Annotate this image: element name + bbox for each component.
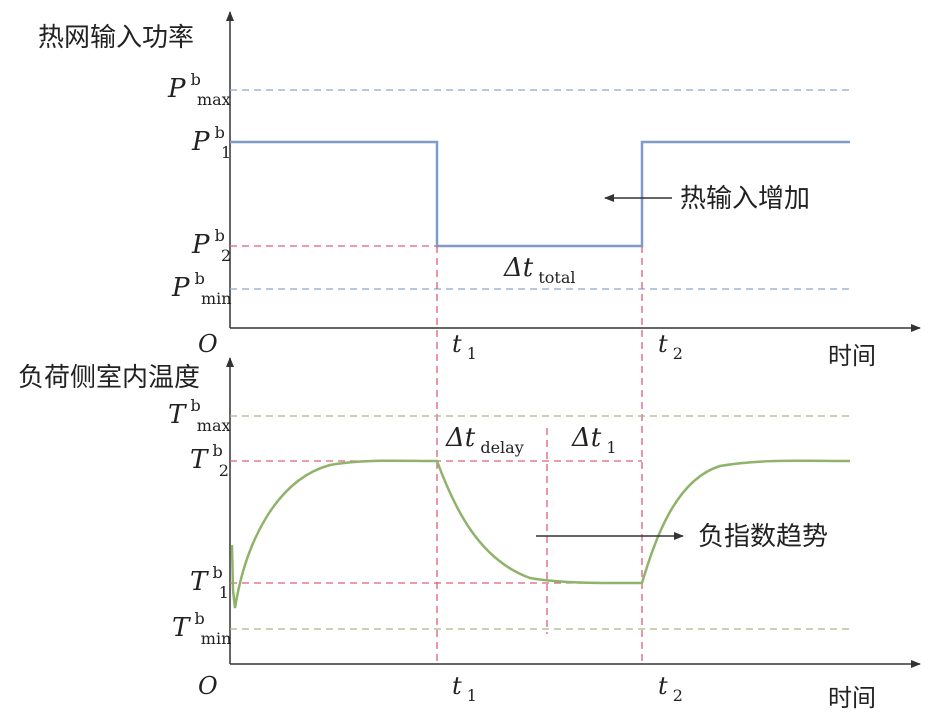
bottom-t1-label: t 1: [452, 672, 477, 705]
bottom-t2-label: t 2: [658, 672, 683, 705]
bottom-y-axis-label: 负荷侧室内温度: [18, 363, 200, 393]
bottom-origin-label: O: [198, 672, 218, 700]
top-t1-label: t 1: [452, 330, 477, 363]
t2-level-label: T b 2: [190, 441, 229, 480]
heat-input-increase-label: 热输入增加: [680, 184, 810, 214]
p-min-label: P b min: [171, 269, 232, 308]
t1-level-label: T b 1: [190, 563, 229, 602]
delta-1-label: Δt 1: [571, 423, 617, 457]
t-min-label: T b min: [172, 609, 231, 648]
power-step-line: [230, 140, 850, 248]
negative-exponential-trend-label: 负指数趋势: [698, 522, 828, 552]
t-max-label: T b max: [168, 396, 231, 435]
p2-label: P b 2: [191, 226, 231, 265]
top-origin-label: O: [198, 330, 218, 358]
temperature-curve: [230, 459, 851, 609]
top-x-axis-label: 时间: [828, 342, 876, 370]
top-y-axis-label: 热网输入功率: [38, 23, 194, 53]
delta-total-label: Δt total: [503, 253, 575, 287]
p-max-label: P b max: [167, 70, 231, 109]
delta-delay-label: Δt delay: [445, 423, 524, 457]
bottom-x-axis-label: 时间: [828, 684, 876, 712]
top-t2-label: t 2: [658, 330, 683, 363]
p1-label: P b 1: [191, 123, 231, 162]
